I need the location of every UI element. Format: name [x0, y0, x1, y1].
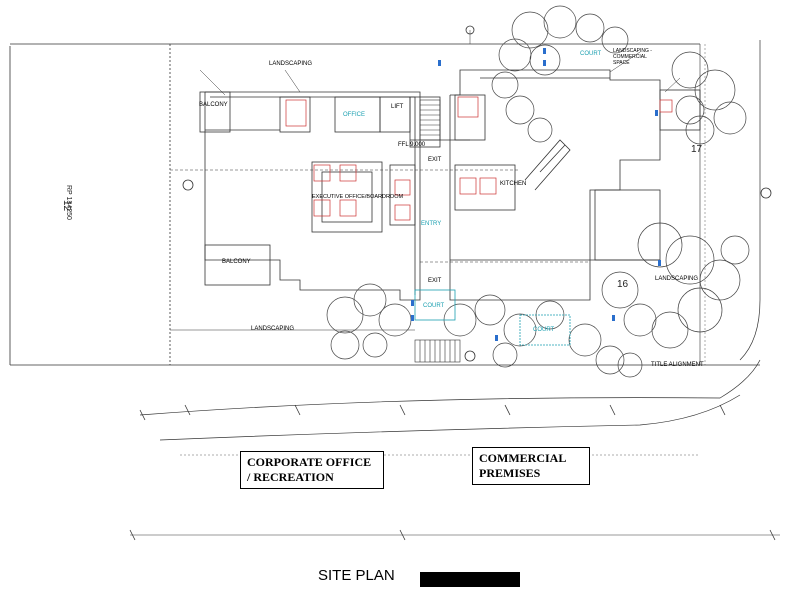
- ffl-label: FFL 9.000: [398, 142, 426, 148]
- entry-label: ENTRY: [421, 221, 442, 227]
- landscaping-top-label: LANDSCAPING: [269, 61, 313, 67]
- landscaping-left-label: LANDSCAPING: [251, 326, 295, 332]
- office-label: OFFICE: [343, 112, 365, 118]
- marker-icon: [464, 350, 476, 362]
- landscaping-commercial-label: LANDSCAPING - COMMERCIAL SPACE: [613, 48, 652, 66]
- balcony-top-label: BALCONY: [199, 102, 228, 108]
- title-alignment-label: TITLE ALIGNMENT: [651, 362, 704, 368]
- site-plan-title: SITE PLAN: [318, 567, 395, 584]
- court-bottom-label: COURT: [533, 327, 555, 333]
- exit-b-label: EXIT: [428, 278, 442, 284]
- tree-cluster-top: [491, 5, 629, 143]
- exec-office-label: EXECUTIVE OFFICE/BOARDROOM: [312, 194, 404, 200]
- lot-17-label: 17: [691, 144, 703, 155]
- marker-icon: [760, 187, 772, 199]
- lot-12-label: 12: [61, 200, 72, 212]
- stairs-bottom: [414, 339, 461, 363]
- tree-cluster-right: [601, 222, 750, 349]
- kitchen-label: KITCHEN: [500, 181, 527, 187]
- redaction-bar: [420, 572, 520, 587]
- balcony-left-label: BALCONY: [222, 259, 251, 265]
- tree-cluster-bottom: [326, 283, 643, 378]
- commercial-premises-callout: COMMERCIAL PREMISES: [472, 447, 590, 485]
- exit-a-label: EXIT: [428, 157, 442, 163]
- corporate-office-callout: CORPORATE OFFICE / RECREATION: [240, 451, 384, 489]
- stairs-top: [419, 99, 441, 141]
- lot-16-label: 16: [617, 279, 629, 290]
- marker-icon: [182, 179, 194, 191]
- court-small-label: COURT: [423, 303, 445, 309]
- lift-label: LIFT: [391, 104, 404, 110]
- landscaping-right-label: LANDSCAPING: [655, 276, 699, 282]
- marker-icon: [465, 25, 475, 35]
- court-top-label: COURT: [580, 51, 602, 57]
